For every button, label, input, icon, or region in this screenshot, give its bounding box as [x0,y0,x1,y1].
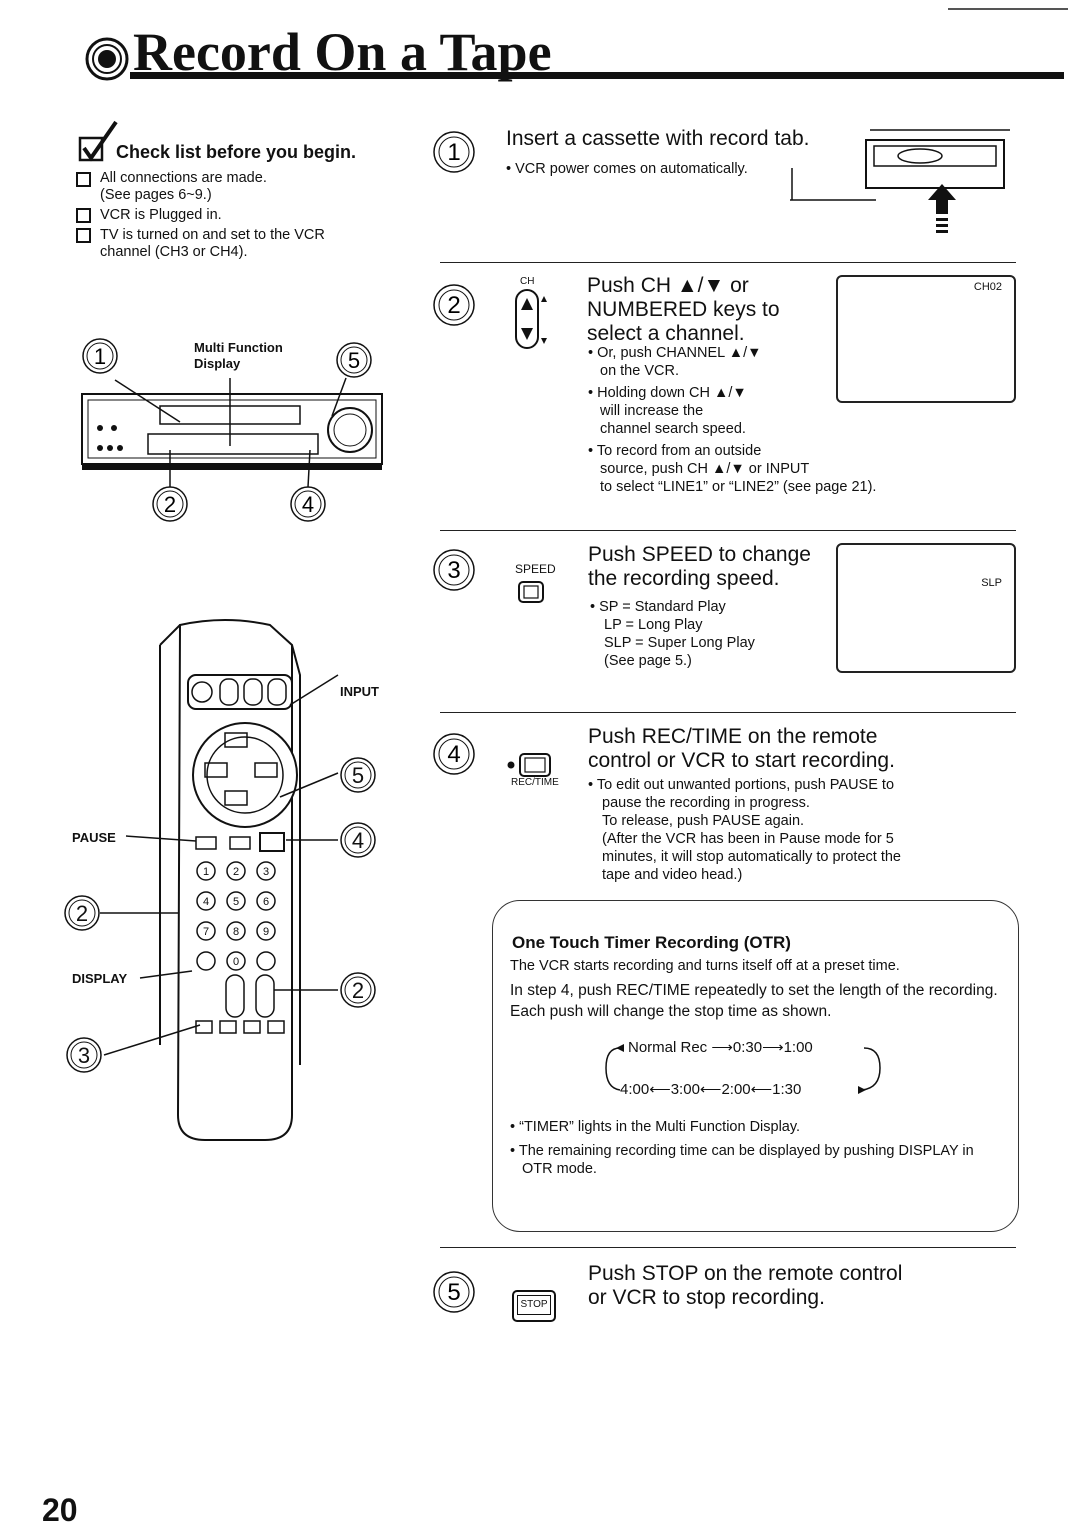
step-3-number: 3 [433,549,475,591]
remote-callout-4: 4 [340,822,376,858]
svg-text:9: 9 [263,926,269,938]
otr-cycle-top: Normal Rec ⟶0:30⟶1:00 [628,1039,813,1056]
display-speed-text: SLP [981,577,1002,589]
speed-button-icon [518,581,544,603]
checkbox-3 [76,228,91,243]
step-1-number: 1 [433,131,475,173]
step-1-title: Insert a cassette with record tab. [506,127,810,150]
step-5-number: 5 [433,1271,475,1313]
callout-5-text: 5 [348,348,360,373]
title-rule [130,72,1064,79]
checkbox-2 [76,208,91,223]
callout-2-text: 2 [164,492,176,517]
rec-time-button-label: REC/TIME [511,777,559,788]
step-5-title: Push STOP on the remote control or VCR t… [588,1262,903,1309]
remote-callout-2-left: 2 [64,895,100,931]
step-4-number-text: 4 [447,741,460,768]
display-ch-text: CH02 [973,281,1002,293]
callout-4: 4 [290,486,326,522]
step-3-number-text: 3 [447,557,460,584]
remote-callout-2-right: 2 [340,972,376,1008]
checklist-heading: Check list before you begin. [116,142,357,162]
checklist-item-2: VCR is Plugged in. [100,207,222,223]
display-panel-speed: SLP [836,543,1016,673]
step-2-bullets: • Or, push CHANNEL ▲/▼ on the VCR. • Hol… [588,345,877,495]
checkmark-icon [78,120,118,162]
step-2-title: Push CH ▲/▼ or NUMBERED keys to select a… [587,274,780,345]
callout-4-text: 4 [302,492,314,517]
svg-text:4: 4 [203,896,209,908]
divider-1 [440,262,1016,263]
step-4-bullets: • To edit out unwanted portions, push PA… [588,777,901,883]
stop-button-label: STOP [517,1295,551,1315]
svg-text:1: 1 [203,866,209,878]
svg-text:6: 6 [263,896,269,908]
otr-title: One Touch Timer Recording (OTR) [512,933,791,952]
otr-cycle-diagram [605,1044,881,1094]
svg-text:5: 5 [352,763,364,788]
otr-panel [492,900,1019,1232]
svg-text:3: 3 [263,866,269,878]
remote-callout-5: 5 [340,757,376,793]
checklist-item-1: All connections are made. (See pages 6~9… [100,170,267,203]
checklist-item-3: TV is turned on and set to the VCR chann… [100,227,325,260]
step-3-title: Push SPEED to change the recording speed… [588,543,811,590]
pause-label: PAUSE [72,830,116,845]
divider-2 [440,530,1016,531]
svg-text:8: 8 [233,926,239,938]
svg-text:2: 2 [352,978,364,1003]
checkbox-1 [76,172,91,187]
svg-text:5: 5 [233,896,239,908]
vcr-front-diagram: 1 5 2 4 [81,338,383,522]
callout-1-text: 1 [94,344,106,369]
display-panel-ch: CH02 [836,275,1016,403]
step-5-number-text: 5 [447,1279,460,1306]
speed-button-label: SPEED [515,562,556,576]
svg-text:4: 4 [352,828,364,853]
step-3-bullets: • SP = Standard Play LP = Long Play SLP … [590,599,755,669]
svg-text:0: 0 [233,956,239,968]
otr-instructions: In step 4, push REC/TIME repeatedly to s… [510,982,998,1020]
rec-time-button-icon [507,753,551,777]
svg-text:3: 3 [78,1043,90,1068]
remote-control-diagram: 1 2 3 4 5 6 7 8 9 0 5 4 2 2 3 [64,619,376,1141]
corner-rule [948,8,1068,10]
otr-intro: The VCR starts recording and turns itsel… [510,958,900,974]
otr-cycle-bottom: 4:00⟵3:00⟵2:00⟵1:30 [620,1081,802,1098]
callout-2: 2 [152,486,188,522]
stop-button-icon: STOP [512,1290,556,1322]
multi-function-display-label: Multi Function Display [194,340,283,371]
record-icon [85,37,129,81]
step-2-number: 2 [433,284,475,326]
callout-5: 5 [336,342,372,378]
step-1-bullet: • VCR power comes on automatically. [506,161,748,177]
callout-1: 1 [82,338,118,374]
step-1-number-text: 1 [447,139,460,166]
divider-4 [440,1247,1016,1248]
svg-text:7: 7 [203,926,209,938]
ch-button-label: CH [520,276,535,287]
display-label: DISPLAY [72,971,128,986]
step-4-title: Push REC/TIME on the remote control or V… [588,725,895,772]
otr-bullets: • “TIMER” lights in the Multi Function D… [510,1119,974,1177]
step-2-number-text: 2 [447,292,460,319]
svg-text:2: 2 [76,901,88,926]
remote-callout-3: 3 [66,1037,102,1073]
cassette-insert-diagram [790,129,1010,233]
ch-up-down-button-icon [515,289,547,349]
page-number: 20 [42,1492,78,1528]
divider-3 [440,712,1016,713]
input-label: INPUT [340,684,379,699]
step-4-number: 4 [433,733,475,775]
svg-text:2: 2 [233,866,239,878]
